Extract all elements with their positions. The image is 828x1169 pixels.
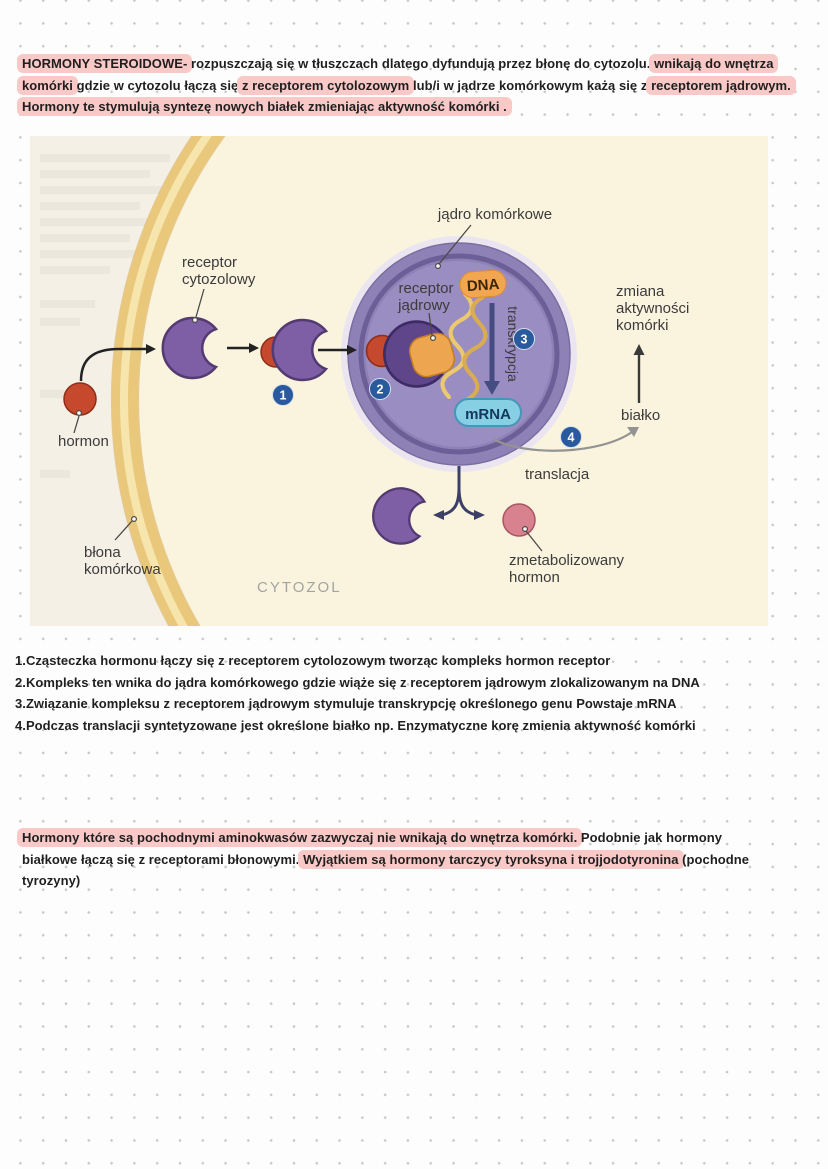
outro-line-2: białkowe łączą się z receptorami błonowy… xyxy=(22,849,749,871)
translation-label: translacja xyxy=(525,466,590,483)
nuclear-receptor xyxy=(408,332,456,378)
membrane-inner-edge xyxy=(138,136,226,626)
outro-paragraph: Hormony które są pochodnymi aminokwasów … xyxy=(17,827,749,892)
intro-line-1: HORMONY STEROIDOWE- rozpuszczają się w t… xyxy=(17,53,791,75)
membrane-outer-edge xyxy=(111,136,193,626)
steps-list: 1.Cząsteczka hormonu łączy się z recepto… xyxy=(15,650,700,736)
nucleus-exit-fork xyxy=(441,466,477,517)
intro-line-2: komórki gdzie w cytozolu łączą się z rec… xyxy=(17,75,796,97)
text-segment: lub/i w jądrze komórkowym każą się z xyxy=(409,77,652,93)
svg-text:mRNA: mRNA xyxy=(465,406,511,423)
label-pin xyxy=(192,317,199,324)
dna-helix xyxy=(440,292,488,402)
svg-text:3: 3 xyxy=(521,333,528,347)
metabolized-hormone xyxy=(502,503,536,537)
protein-effect-arrowhead xyxy=(633,344,645,355)
text-segment: rozpuszczają się w tłuszczach dlatego dy… xyxy=(187,56,655,71)
cell-activity-label: zmiana aktywności komórki xyxy=(616,283,689,334)
translation-arrowhead xyxy=(627,427,639,437)
nuclear-receptor-label: receptor jądrowy xyxy=(397,280,454,342)
label-pin xyxy=(430,335,437,342)
metabolized-hormone-label: zmetabolizowany hormon xyxy=(509,526,625,586)
text-segment: (pochodne xyxy=(678,851,750,867)
text-segment: białkowe łączą się z receptorami błonowy… xyxy=(22,851,304,867)
hormone-entry-arrowhead xyxy=(146,344,156,354)
cell-membrane-sheen xyxy=(120,136,212,626)
highlighted-text: HORMONY STEROIDOWE- xyxy=(17,54,193,73)
svg-text:receptor: receptor xyxy=(182,254,237,271)
cytosol-label: CYTOZOL xyxy=(257,579,342,596)
svg-text:jądro komórkowe: jądro komórkowe xyxy=(437,206,552,223)
highlighted-text: Hormony które są pochodnymi aminokwasów … xyxy=(17,828,583,847)
svg-text:hormon: hormon xyxy=(58,433,109,450)
step-badge-3: 3 xyxy=(513,328,535,350)
step-badge-1: 1 xyxy=(272,384,294,406)
fork-right-arrowhead xyxy=(474,510,485,520)
label-pin xyxy=(130,516,137,523)
highlighted-text: komórki xyxy=(17,75,78,95)
svg-text:komórkowa: komórkowa xyxy=(84,561,161,578)
step-item-1: 1.Cząsteczka hormonu łączy się z recepto… xyxy=(15,653,611,668)
label-pin xyxy=(435,262,442,269)
arrow-into-nucleus-head xyxy=(347,345,357,355)
highlighted-text: receptorem jądrowym. xyxy=(646,75,796,95)
cytosolic-receptor-label: receptor cytozolowy xyxy=(182,254,256,324)
step-item-4: 4.Podczas translacji syntetyzowane jest … xyxy=(15,717,696,733)
nucleus-rim xyxy=(358,253,560,455)
svg-text:zmiana: zmiana xyxy=(616,283,665,300)
svg-text:1: 1 xyxy=(280,389,287,403)
intro-line-3: Hormony te stymulują syntezę nowych biał… xyxy=(17,96,791,118)
step-item-3: 3.Związanie kompleksu z receptorem jądro… xyxy=(15,696,677,711)
transcription-label: transkrypcja xyxy=(505,306,521,382)
hormone-entry-arrow xyxy=(79,347,148,382)
svg-text:hormon: hormon xyxy=(509,569,560,586)
text-segment: gdzie w cytozolu łączą się xyxy=(72,77,242,93)
protein-label: białko xyxy=(621,407,660,424)
step-item-2: 2.Kompleks ten wnika do jądra komórkoweg… xyxy=(15,674,700,690)
nucleus-label: jądro komórkowe xyxy=(435,206,552,269)
step-badge-4: 4 xyxy=(560,426,582,448)
label-pin xyxy=(522,526,529,533)
steroid-hormone-diagram: CYTOZOL 1 transkrypcj xyxy=(30,136,768,626)
arrow-to-complex-head xyxy=(249,343,259,353)
svg-text:jądrowy: jądrowy xyxy=(397,297,450,314)
step-badge-2: 2 xyxy=(369,378,391,400)
transcription-arrowhead xyxy=(484,381,500,395)
hormone-label: hormon xyxy=(58,410,109,450)
svg-text:zmetabolizowany: zmetabolizowany xyxy=(509,552,625,569)
highlighted-text: Wyjątkiem są hormony tarczycy tyroksyna … xyxy=(298,849,684,869)
highlighted-text: z receptorem cytolozowym xyxy=(236,75,415,95)
svg-text:4: 4 xyxy=(568,431,575,445)
svg-text:komórki: komórki xyxy=(616,317,669,334)
translation-arrow xyxy=(492,431,633,452)
svg-text:aktywności: aktywności xyxy=(616,300,689,317)
svg-text:2: 2 xyxy=(377,383,384,397)
label-pin xyxy=(76,410,83,417)
intro-paragraph: HORMONY STEROIDOWE- rozpuszczają się w t… xyxy=(17,53,796,118)
svg-text:cytozolowy: cytozolowy xyxy=(182,271,256,288)
svg-text:receptor: receptor xyxy=(398,280,453,297)
svg-text:błona: błona xyxy=(84,544,121,561)
highlighted-text: wnikają do wnętrza xyxy=(649,54,779,73)
outro-line-1: Hormony które są pochodnymi aminokwasów … xyxy=(17,827,749,849)
fork-left-arrowhead xyxy=(433,510,444,520)
outro-line-3: tyrozyny) xyxy=(22,870,749,892)
svg-text:DNA: DNA xyxy=(466,276,500,295)
text-segment: tyrozyny) xyxy=(22,873,81,888)
text-segment: Podobnie jak hormony xyxy=(577,830,723,845)
dna-pill: DNA xyxy=(459,269,507,299)
membrane-label: błona komórkowa xyxy=(84,516,161,578)
mrna-pill: mRNA xyxy=(454,398,522,427)
highlighted-text: Hormony te stymulują syntezę nowych biał… xyxy=(17,97,512,116)
